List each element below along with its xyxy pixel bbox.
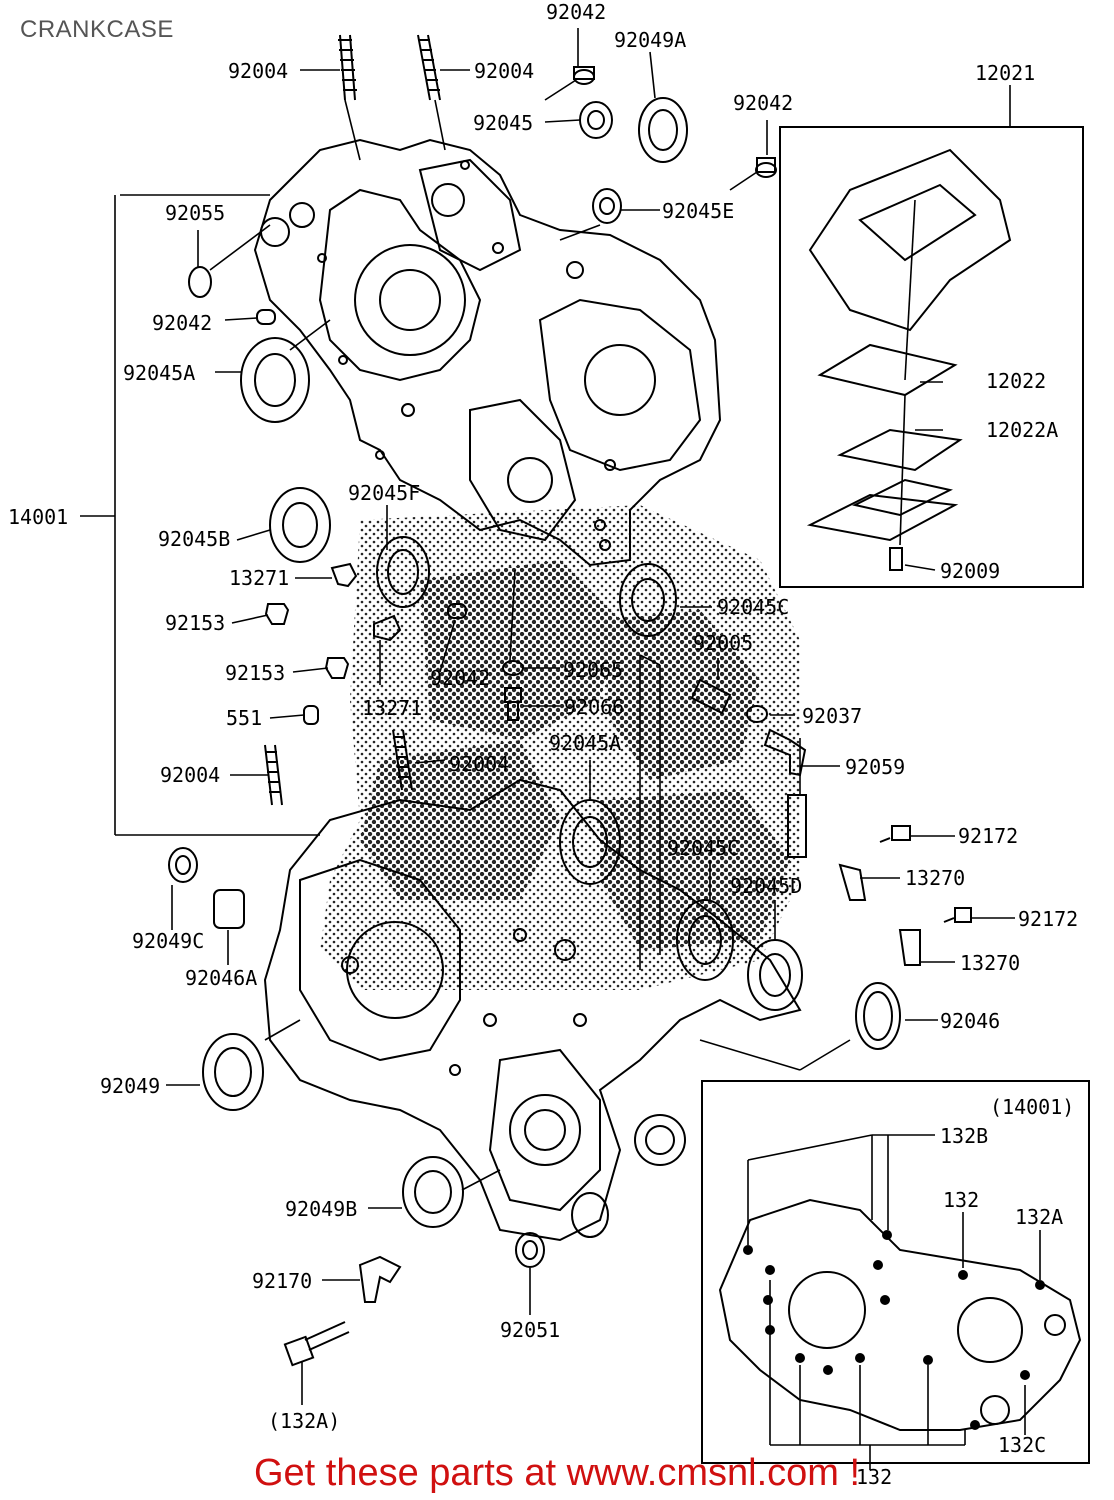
label-92045B: 92045B: [158, 527, 230, 551]
stud-92004-lower-mid: [392, 729, 413, 791]
label-13270-a: 13270: [905, 866, 965, 890]
watermark-logo: [320, 505, 800, 990]
page-title: CRANKCASE: [20, 16, 174, 43]
label-92045A-left: 92045A: [123, 361, 195, 385]
label-132-bottom: 132: [856, 1465, 892, 1489]
label-92046: 92046: [940, 1009, 1000, 1033]
reed-valve-box: [779, 126, 1084, 588]
label-92153-a: 92153: [165, 611, 225, 635]
label-92005: 92005: [693, 631, 753, 655]
label-92055: 92055: [165, 201, 225, 225]
inset-box: [701, 1080, 1090, 1464]
label-132B: 132B: [940, 1124, 988, 1148]
label-92172-a: 92172: [958, 824, 1018, 848]
label-13271-a: 13271: [229, 566, 289, 590]
label-92009: 92009: [940, 559, 1000, 583]
label-92045F: 92045F: [348, 481, 420, 505]
label-551: 551: [226, 706, 262, 730]
label-92046A: 92046A: [185, 966, 257, 990]
stud-92004-lower-left: [264, 744, 283, 806]
label-92170: 92170: [252, 1269, 312, 1293]
label-92042-b: 92042: [733, 91, 793, 115]
label-13270-b: 13270: [960, 951, 1020, 975]
label-92045C-right: 92045C: [717, 595, 789, 619]
label-92045D: 92045D: [730, 874, 802, 898]
label-92059: 92059: [845, 755, 905, 779]
label-14001-ref: (14001): [990, 1095, 1074, 1119]
label-92004-mid: 92004: [449, 752, 509, 776]
label-92045E: 92045E: [662, 199, 734, 223]
label-92049A: 92049A: [614, 28, 686, 52]
label-92172-b: 92172: [1018, 907, 1078, 931]
label-92049C: 92049C: [132, 929, 204, 953]
label-92042-top: 92042: [546, 0, 606, 24]
label-132C: 132C: [998, 1433, 1046, 1457]
part-labels: 92042 92049A 92004 92004 92045 92042 920…: [8, 0, 1078, 1489]
label-92004-left: 92004: [228, 59, 288, 83]
stud-92004-left: [338, 34, 357, 101]
label-92051: 92051: [500, 1318, 560, 1342]
line-art: [168, 34, 1090, 1464]
label-92045: 92045: [473, 111, 533, 135]
label-92153-b: 92153: [225, 661, 285, 685]
leader-lines: [80, 28, 1041, 1470]
label-92045A-mid: 92045A: [549, 731, 621, 755]
label-132A-ref: (132A): [268, 1409, 340, 1433]
label-13271-b: 13271: [362, 696, 422, 720]
label-92042-mid: 92042: [430, 666, 490, 690]
inset-bolt-holes: [743, 1230, 1045, 1430]
bolt-132A: [283, 1321, 350, 1367]
promo-banner[interactable]: Get these parts at www.cmsnl.com !: [253, 1452, 861, 1494]
label-92037: 92037: [802, 704, 862, 728]
label-92045C-mid: 92045C: [667, 836, 739, 860]
lower-crankcase: [263, 778, 802, 1242]
label-12021: 12021: [975, 61, 1035, 85]
label-92049B: 92049B: [285, 1197, 357, 1221]
label-92042-left: 92042: [152, 311, 212, 335]
label-92065: 92065: [563, 658, 623, 682]
label-92004-lower: 92004: [160, 763, 220, 787]
label-132A: 132A: [1015, 1205, 1063, 1229]
stud-92004-right: [417, 34, 441, 101]
upper-crankcase: [253, 138, 722, 567]
label-12022A: 12022A: [986, 418, 1058, 442]
label-92004-right: 92004: [474, 59, 534, 83]
label-92049: 92049: [100, 1074, 160, 1098]
label-132: 132: [943, 1188, 979, 1212]
label-92066: 92066: [564, 695, 624, 719]
label-12022: 12022: [986, 369, 1046, 393]
label-14001: 14001: [8, 505, 68, 529]
